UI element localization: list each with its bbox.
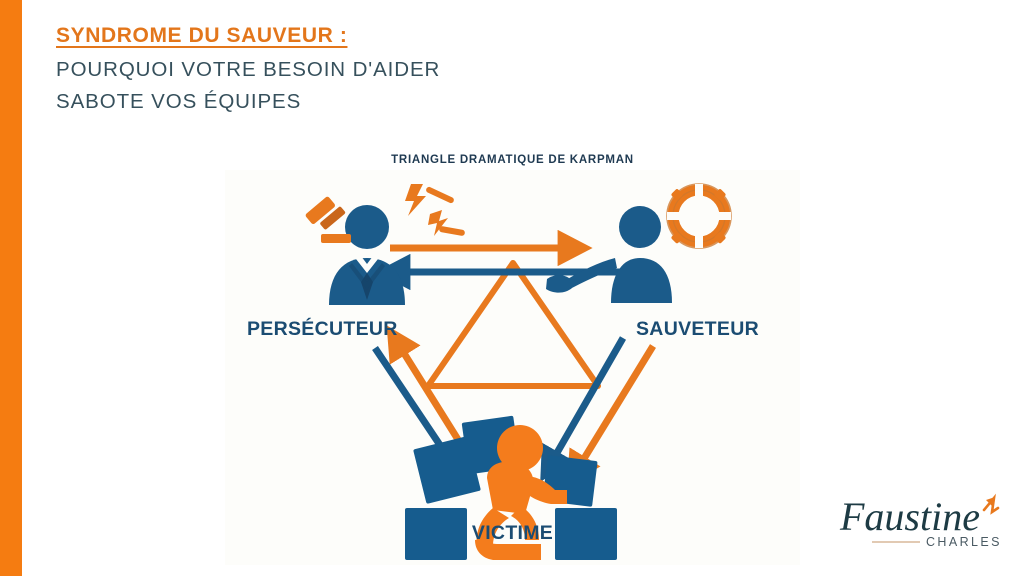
role-label-sauveteur: SAUVETEUR (636, 318, 759, 340)
karpman-triangle-graphic (305, 183, 732, 560)
logo-accent-icon (982, 493, 1000, 515)
page-subtitle: POURQUOI VOTRE BESOIN D'AIDER SABOTE VOS… (56, 54, 676, 118)
logo-accent-fill-icon (986, 497, 995, 506)
life-ring-icon (666, 183, 732, 249)
diagram-panel: TRIANGLE DRAMATIQUE DE KARPMAN (225, 154, 800, 565)
center-triangle-icon (425, 260, 601, 389)
brand-logo: Faustine CHARLES (834, 484, 1004, 562)
diagram-title: TRIANGLE DRAMATIQUE DE KARPMAN (391, 154, 634, 166)
lightning-bolt-icon (405, 184, 465, 236)
logo-surname: CHARLES (926, 535, 1002, 549)
left-accent-bar (0, 0, 22, 576)
sauveteur-figure-icon (546, 206, 672, 303)
subtitle-line-1: POURQUOI VOTRE BESOIN D'AIDER (56, 58, 441, 82)
victime-figure-icon (475, 425, 567, 560)
gavel-icon (305, 196, 351, 243)
arrow-sauveteur-to-victime (566, 344, 656, 487)
falling-boxes-icon (405, 415, 617, 560)
persecuteur-figure-icon (329, 205, 405, 305)
page-title: SYNDROME DU SAUVEUR : (56, 24, 348, 47)
logo-graphic: Faustine CHARLES (839, 493, 1002, 549)
role-label-victime: VICTIME (471, 522, 554, 544)
role-label-persecuteur: PERSÉCUTEUR (247, 318, 398, 340)
logo-script-name: Faustine (839, 494, 980, 539)
subtitle-line-2: SABOTE VOS ÉQUIPES (56, 89, 302, 113)
arrow-victime-to-sauveteur (540, 336, 627, 482)
heading-block: SYNDROME DU SAUVEUR : POURQUOI VOTRE BES… (56, 24, 676, 118)
